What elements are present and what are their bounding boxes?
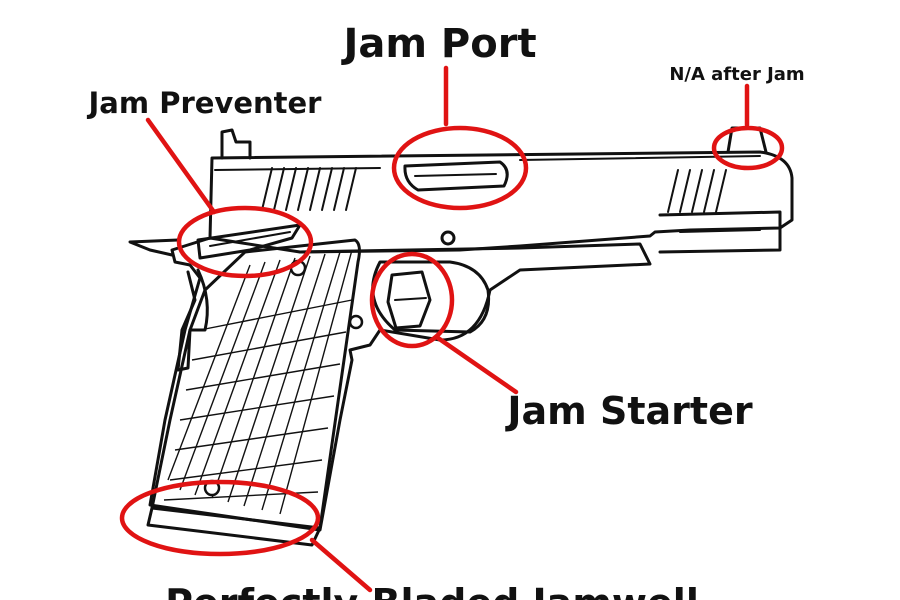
label-jam-port: Jam Port bbox=[340, 21, 536, 67]
thumb-safety bbox=[196, 223, 302, 260]
slide-stop-pin bbox=[440, 230, 456, 246]
pistol-illustration bbox=[128, 126, 794, 547]
slide bbox=[208, 150, 794, 254]
label-perfectly-bladed-jamwell: Perfectly Bladed Jamwell bbox=[165, 581, 699, 600]
label-na-after-jam: N/A after Jam bbox=[669, 64, 804, 85]
label-jam-preventer: Jam Preventer bbox=[87, 86, 323, 120]
jam-starter-circle bbox=[369, 251, 455, 349]
hammer bbox=[128, 238, 180, 257]
annotations bbox=[119, 65, 785, 593]
jam-port-circle bbox=[391, 125, 529, 211]
grip-checkering bbox=[163, 249, 353, 515]
trigger bbox=[386, 270, 432, 330]
jamwell-circle bbox=[119, 479, 321, 557]
label-jam-starter: Jam Starter bbox=[504, 389, 752, 433]
jamwell-leader bbox=[309, 537, 373, 593]
barrel-bushing bbox=[658, 210, 782, 254]
rear-serrations bbox=[261, 167, 357, 211]
magazine-well bbox=[146, 506, 322, 547]
front-serrations bbox=[667, 169, 727, 213]
rear-sight bbox=[220, 128, 252, 160]
grip-safety bbox=[176, 268, 209, 372]
jam-preventer-circle bbox=[176, 205, 314, 279]
grip-panel bbox=[150, 238, 361, 530]
na-after-jam-circle bbox=[711, 125, 785, 171]
mag-release bbox=[348, 314, 364, 330]
jam-starter-leader bbox=[435, 335, 519, 395]
ejection-port bbox=[403, 160, 509, 192]
jam-preventer-leader bbox=[145, 117, 217, 215]
